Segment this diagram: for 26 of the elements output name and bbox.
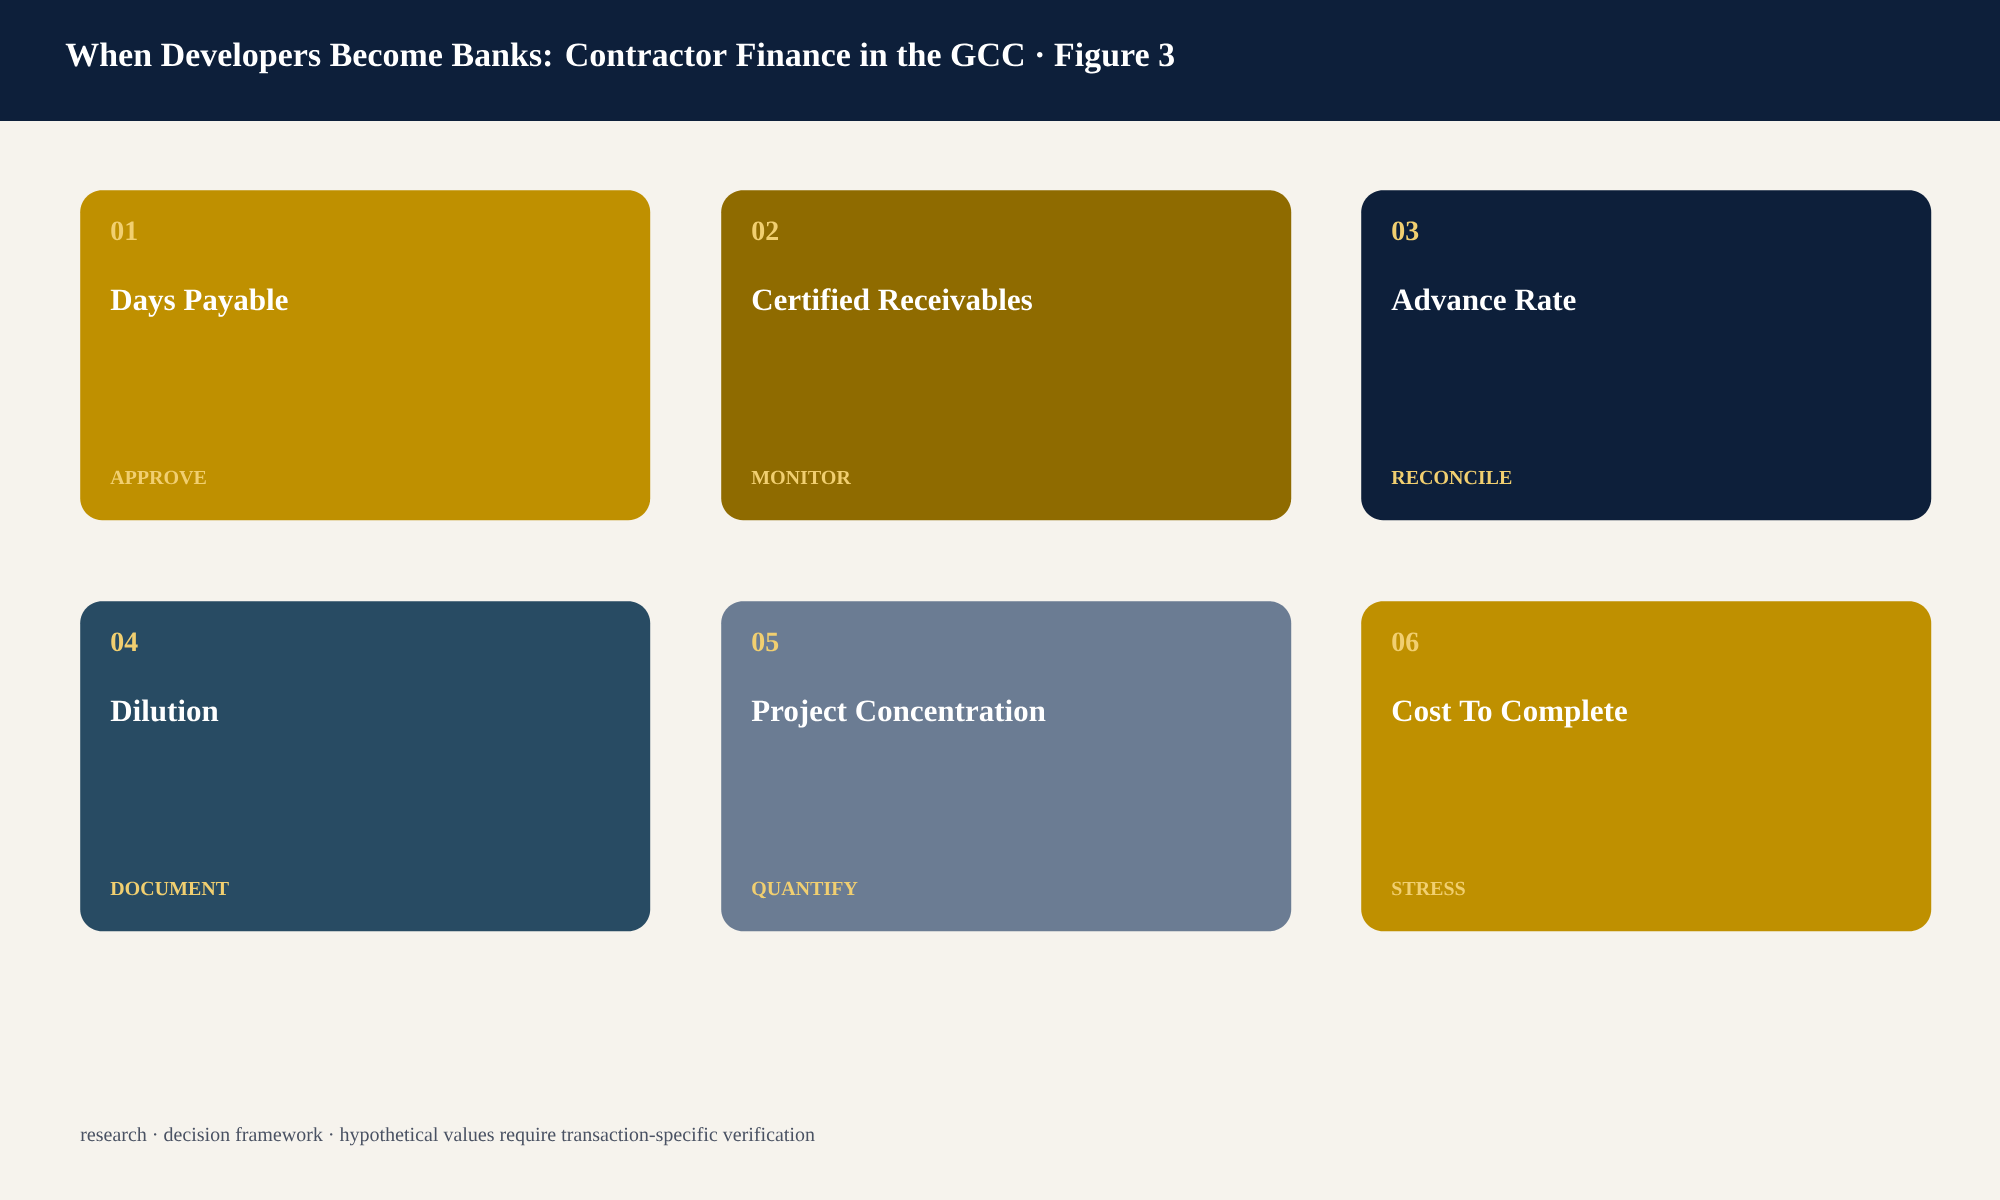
title: When Developers Become Banks: Contractor Finance in the GCC · Figure 3 <box>65 42 1174 74</box>
step-number: 03 <box>1392 221 1419 241</box>
card-title: Dilution <box>110 699 219 722</box>
card-title: Cost To Complete <box>1392 699 1627 728</box>
card-title: Advance Rate <box>1391 288 1576 311</box>
card-title: Certified Receivables <box>752 288 1032 311</box>
step-number: 05 <box>752 632 779 652</box>
step-number: 01 <box>111 221 137 241</box>
card <box>1361 601 1932 932</box>
step-number: 06 <box>1392 632 1419 652</box>
card <box>721 601 1292 932</box>
step-number: 04 <box>111 632 138 652</box>
step-label: APPROVE <box>110 470 206 485</box>
step-number: 02 <box>752 221 778 241</box>
card-title: Days Payable <box>110 288 288 317</box>
card-title: Project Concentration <box>751 699 1046 728</box>
step-label: MONITOR <box>751 470 852 485</box>
card <box>80 601 651 932</box>
step-label: QUANTIFY <box>752 881 858 899</box>
step-label: RECONCILE <box>1391 470 1512 485</box>
card <box>80 190 651 521</box>
step-label: DOCUMENT <box>110 881 229 896</box>
footnote: research · decision framework · hypothetical values require transaction-specific verification <box>80 1126 815 1146</box>
step-label: STRESS <box>1392 881 1465 896</box>
card <box>721 190 1292 521</box>
card <box>1361 190 1932 521</box>
